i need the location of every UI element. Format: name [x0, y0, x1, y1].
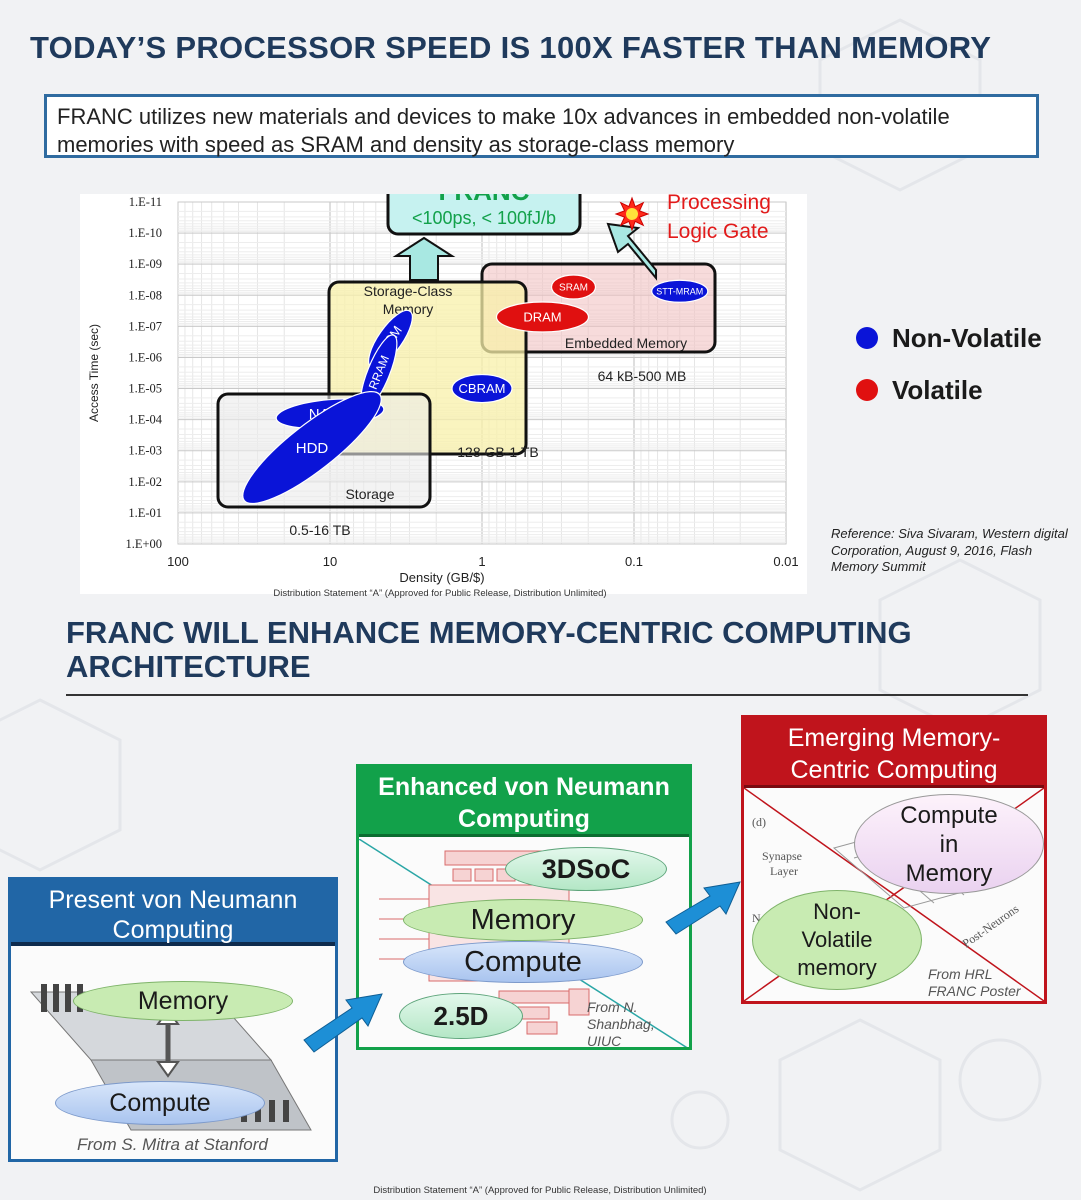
y-axis-label: Access Time (sec) [87, 324, 101, 422]
distribution-statement-bottom: Distribution Statement “A” (Approved for… [373, 1185, 707, 1196]
y-tick-label: 1.E-02 [128, 475, 162, 489]
panel-enhanced-title: Enhanced von Neumann Computing [359, 767, 689, 837]
enhanced-memory-ellipse: Memory [403, 899, 643, 941]
panel-emerging-memory-centric: Emerging Memory-Centric Computing (d) Sy… [741, 715, 1047, 1004]
x-tick-label: 0.01 [773, 554, 798, 569]
device-ellipse-sram [550, 274, 597, 300]
device-ellipse-stt-mram [651, 279, 709, 303]
y-tick-label: 1.E-06 [128, 350, 162, 364]
x-tick-label: 0.1 [625, 554, 643, 569]
region-range-storage: 0.5-16 TB [289, 522, 350, 538]
device-label-dram: DRAM [523, 310, 561, 325]
x-tick-label: 10 [323, 554, 337, 569]
svg-text:Synapse: Synapse [762, 849, 802, 863]
device-label-sram: SRAM [559, 283, 588, 294]
panel-emerging-title: Emerging Memory-Centric Computing [744, 718, 1044, 788]
legend-item-volatile: Volatile [856, 364, 1042, 416]
region-label-memory: Memory [383, 301, 434, 317]
enhanced-compute-ellipse: Compute [403, 941, 643, 983]
section2-title: FRANC WILL ENHANCE MEMORY-CENTRIC COMPUT… [66, 615, 912, 684]
device-label-hdd: HDD [296, 440, 329, 457]
region-range-storage-class: 128 GB-1 TB [457, 444, 538, 460]
chart-reference: Reference: Siva Sivaram, Western digital… [831, 526, 1068, 574]
legend-dot-non-volatile [856, 327, 878, 349]
y-tick-label: 1.E-11 [129, 195, 162, 209]
emerging-nvm-ellipse: Non-Volatile memory [752, 890, 922, 990]
enhanced-3dsoc-ellipse: 3DSoC [505, 847, 667, 891]
region-label-storage-class: Storage-Class [364, 283, 453, 299]
enhanced-2-5d-ellipse: 2.5D [399, 993, 523, 1039]
present-memory-ellipse: Memory [73, 981, 293, 1021]
device-ellipse-hdd [242, 390, 382, 505]
chart-svg: 1.E-11 1.E-10 1.E-09 1.E-08 1.E-07 1.E-06 1.E-… [87, 172, 799, 585]
panel-present-von-neumann: Present von Neumann Computing Memory Com… [8, 877, 338, 1162]
panel-present-title: Present von Neumann Computing [11, 880, 335, 946]
arrow-enhanced-to-emerging [665, 881, 741, 935]
x-tick-label: 1 [478, 554, 485, 569]
processing-label-line2: Logic Gate [667, 220, 769, 243]
panel-enhanced-von-neumann: Enhanced von Neumann Computing 3DSoC Mem… [356, 764, 692, 1050]
legend-item-non-volatile: Non-Volatile [856, 312, 1042, 364]
enhanced-credit: From N. Shanbhag, UIUC [587, 999, 655, 1049]
chart-legend: Non-Volatile Volatile [856, 312, 1042, 416]
present-credit: From S. Mitra at Stanford [77, 1135, 268, 1154]
y-tick-label: 1.E-05 [128, 382, 162, 396]
processing-label-line1: Processing [667, 194, 771, 214]
legend-dot-volatile [856, 379, 878, 401]
emerging-compute-in-memory-ellipse: Compute in Memory [854, 794, 1044, 894]
distribution-statement-top: Distribution Statement “A” (Approved for… [273, 588, 607, 599]
x-axis-label: Density (GB/$) [399, 570, 484, 585]
legend-label-volatile: Volatile [892, 374, 983, 405]
x-tick-label: 100 [167, 554, 189, 569]
legend-label-non-volatile: Non-Volatile [892, 322, 1042, 353]
arrow-embedded-to-franc [606, 222, 657, 281]
y-tick-label: 1.E-01 [128, 506, 162, 520]
y-tick-label: 1.E-03 [128, 444, 162, 458]
y-tick-label: 1.E-04 [128, 413, 162, 427]
y-tick-label: 1.E-08 [128, 288, 162, 302]
region-range-embedded: 64 kB-500 MB [598, 368, 687, 384]
arrow-storage-class-to-franc [392, 236, 456, 281]
present-compute-ellipse: Compute [55, 1081, 265, 1125]
emerging-credit: From HRL FRANC Poster [928, 966, 1021, 999]
y-tick-label: 1.E-07 [128, 319, 162, 333]
region-label-storage: Storage [345, 486, 394, 502]
device-label-stt-mram: STT-MRAM [656, 286, 703, 296]
intro-box: FRANC utilizes new materials and devices… [44, 94, 1039, 158]
region-label-embedded: Embedded Memory [565, 335, 687, 351]
y-tick-label: 1.E-09 [128, 257, 162, 271]
processing-star-center [626, 208, 638, 220]
svg-text:N: N [752, 911, 761, 925]
device-label-cbram: CBRAM [459, 381, 506, 396]
svg-text:Layer: Layer [770, 864, 798, 878]
device-ellipse-dram [495, 301, 590, 333]
memory-chart: 1.E-11 1.E-10 1.E-09 1.E-08 1.E-07 1.E-06 1.E-… [80, 172, 807, 594]
device-ellipse-cbram [451, 373, 513, 404]
page-title: TODAY’S PROCESSOR SPEED IS 100X FASTER T… [30, 30, 992, 65]
svg-text:(d): (d) [752, 815, 766, 829]
section-divider [66, 694, 1028, 696]
franc-spec: <100ps, < 100fJ/b [412, 208, 556, 228]
y-tick-label: 1.E+00 [125, 537, 162, 551]
arrow-present-to-enhanced [303, 993, 383, 1053]
y-tick-label: 1.E-10 [128, 226, 162, 240]
